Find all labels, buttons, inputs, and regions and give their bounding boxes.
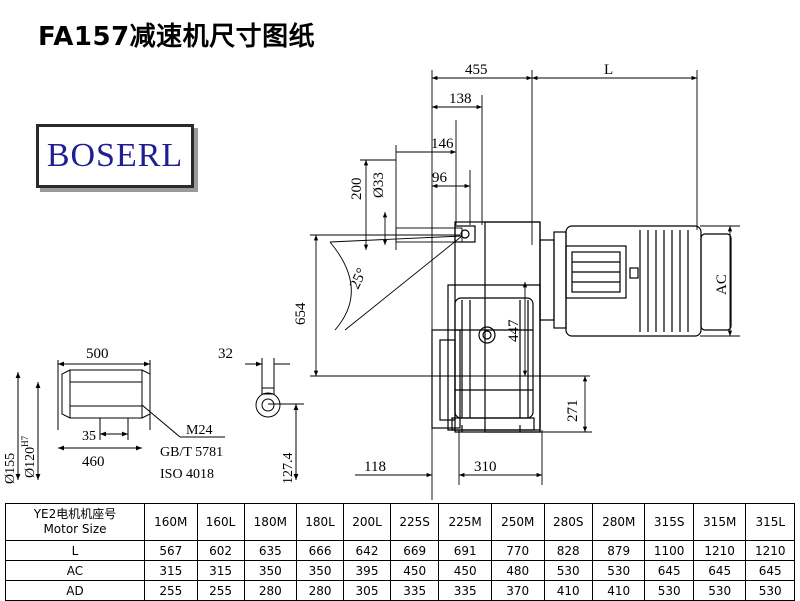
dim-447: 447 [506,319,522,342]
dim-32: 32 [218,346,233,362]
table-cell: 370 [490,580,545,601]
table-cell: 602 [196,540,245,561]
table-cell: 642 [343,540,391,561]
table-cell: 530 [591,560,646,581]
hollow-shaft-view [15,360,225,480]
thread-spec-gbt: GB/T 5781 [160,445,223,460]
motor-body [539,225,732,337]
table-row: AC 315 315 350 350 395 450 450 480 530 5… [5,560,795,581]
dimension-lines [310,70,740,500]
drawing-title: FA157减速机尺寸图纸 [38,22,316,52]
dim-118: 118 [364,459,386,475]
size-cell: 200L [343,503,391,541]
table-cell: 645 [644,560,694,581]
table-cell: 350 [296,560,345,581]
thread-spec-iso: ISO 4018 [160,467,214,482]
size-cell: 160L [196,503,245,541]
table-cell: 305 [343,580,391,601]
technical-drawing: 455 L 138 146 96 200 Ø33 25° 654 447 AC … [3,62,740,500]
dim-200: 200 [349,178,365,201]
size-cell: 250M [490,503,545,541]
dim-96: 96 [432,170,448,186]
dim-120-tolerance: H7 [20,435,30,446]
table-cell: 280 [243,580,298,601]
table-cell: 530 [543,560,593,581]
size-cell: 225M [438,503,492,541]
table-cell: 450 [389,560,440,581]
table-cell: 1100 [644,540,694,561]
row-label: AC [5,560,145,581]
table-cell: 828 [543,540,593,561]
table-cell: 480 [490,560,545,581]
shaft-end-view [245,358,304,480]
table-cell: 530 [644,580,694,601]
size-cell: 160M [144,503,198,541]
dim-455: 455 [465,62,488,78]
brand-logo: BOSERL [36,124,194,188]
table-cell: 450 [438,560,492,581]
table-header-label: YE2电机机座号 Motor Size [5,503,145,541]
header-label-en: Motor Size [43,522,107,536]
table-cell: 770 [490,540,545,561]
table-cell: 255 [144,580,198,601]
dim-500: 500 [86,346,109,362]
table-row: L 567 602 635 666 642 669 691 770 828 87… [5,540,795,561]
table-cell: 335 [438,580,492,601]
table-cell: 691 [438,540,492,561]
brand-logo-text: BOSERL [46,137,184,174]
table-cell: 410 [543,580,593,601]
dim-35: 35 [82,429,96,444]
size-cell: 180L [296,503,345,541]
dim-460: 460 [82,454,105,470]
dim-127-4: 127.4 [281,453,296,485]
dim-138: 138 [449,91,472,107]
table-cell: 315 [144,560,198,581]
table-cell: 530 [745,580,795,601]
motor-size-table: YE2电机机座号 Motor Size 160M 160L 180M 180L … [5,503,795,601]
table-header-row: YE2电机机座号 Motor Size 160M 160L 180M 180L … [5,503,795,541]
table-cell: 669 [389,540,440,561]
size-cell: 280S [543,503,593,541]
dim-AC: AC [714,274,730,295]
dim-146: 146 [431,136,454,152]
dim-33: Ø33 [371,172,387,198]
dim-25-deg: 25° [347,266,370,292]
header-label-cn: YE2电机机座号 [33,507,117,521]
table-cell: 879 [591,540,646,561]
table-cell: 1210 [692,540,747,561]
table-cell: 255 [196,580,245,601]
table-cell: 315 [196,560,245,581]
dim-310: 310 [474,459,497,475]
dim-L: L [604,62,613,78]
gearbox-body [431,221,541,433]
size-cell: 225S [389,503,440,541]
row-label: AD [5,580,145,601]
size-cell: 315S [644,503,694,541]
dim-120-value: Ø120 [23,447,38,478]
dim-120: Ø120H7 [20,435,38,478]
table-cell: 530 [692,580,747,601]
table-cell: 635 [243,540,298,561]
dim-271: 271 [565,400,581,423]
table-cell: 280 [296,580,345,601]
dim-654: 654 [293,302,309,325]
row-label: L [5,540,145,561]
table-cell: 645 [745,560,795,581]
table-row: AD 255 255 280 280 305 335 335 370 410 4… [5,580,795,601]
table-cell: 645 [692,560,747,581]
table-cell: 350 [243,560,298,581]
size-cell: 315M [692,503,747,541]
table-cell: 395 [343,560,391,581]
thread-spec-m24: M24 [186,423,212,438]
table-cell: 567 [144,540,198,561]
size-cell: 180M [243,503,298,541]
table-cell: 666 [296,540,345,561]
size-cell: 315L [745,503,795,541]
table-cell: 410 [591,580,646,601]
table-cell: 1210 [745,540,795,561]
dim-155: Ø155 [3,453,18,484]
size-cell: 280M [591,503,646,541]
table-cell: 335 [389,580,440,601]
